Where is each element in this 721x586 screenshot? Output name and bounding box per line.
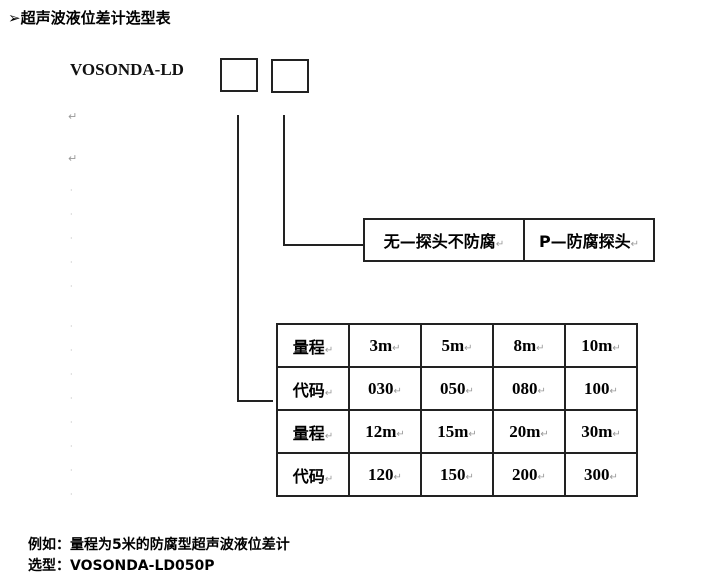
row-header: 代码↵ — [276, 452, 350, 497]
range-code-box — [220, 58, 258, 92]
table-row: 代码↵ 030↵ 050↵ 080↵ 100↵ — [276, 366, 638, 411]
paragraph-dot: · — [70, 442, 73, 451]
connector-line-option-vertical — [283, 115, 285, 246]
row-header: 量程↵ — [276, 409, 350, 454]
paragraph-dot: · — [70, 490, 73, 499]
option-table: 无—探头不防腐↵ P—防腐探头↵ — [363, 218, 655, 262]
paragraph-dot: · — [70, 258, 73, 267]
paragraph-dot: · — [70, 210, 73, 219]
option-code-box — [271, 59, 309, 93]
table-cell: 080↵ — [492, 366, 566, 411]
range-code-table: 量程↵ 3m↵ 5m↵ 8m↵ 10m↵ 代码↵ 030↵ 050↵ 080↵ … — [276, 323, 638, 497]
table-cell: 10m↵ — [564, 323, 638, 368]
table-cell: 20m↵ — [492, 409, 566, 454]
table-cell: 12m↵ — [348, 409, 422, 454]
row-header: 代码↵ — [276, 366, 350, 411]
table-cell: 5m↵ — [420, 323, 494, 368]
table-cell: 030↵ — [348, 366, 422, 411]
paragraph-dot: · — [70, 322, 73, 331]
table-cell: 300↵ — [564, 452, 638, 497]
paragraph-dot: · — [70, 234, 73, 243]
table-row: 无—探头不防腐↵ P—防腐探头↵ — [363, 218, 655, 262]
paragraph-dot: · — [70, 418, 73, 427]
connector-line-range-horizontal — [237, 400, 273, 402]
table-cell: 200↵ — [492, 452, 566, 497]
paragraph-dot: · — [70, 370, 73, 379]
connector-line-option-horizontal — [283, 244, 364, 246]
model-prefix: VOSONDA-LD — [70, 60, 184, 79]
table-row: 量程↵ 12m↵ 15m↵ 20m↵ 30m↵ — [276, 409, 638, 454]
paragraph-dot: · — [70, 346, 73, 355]
page-title: ➢超声波液位差计选型表 — [8, 9, 171, 27]
connector-line-range-vertical — [237, 115, 239, 402]
table-cell: 100↵ — [564, 366, 638, 411]
table-cell: 3m↵ — [348, 323, 422, 368]
option-anticorrosion: P—防腐探头↵ — [523, 218, 655, 262]
table-cell: 8m↵ — [492, 323, 566, 368]
table-row: 量程↵ 3m↵ 5m↵ 8m↵ 10m↵ — [276, 323, 638, 368]
table-cell: 150↵ — [420, 452, 494, 497]
table-cell: 30m↵ — [564, 409, 638, 454]
paragraph-dot: · — [70, 394, 73, 403]
table-row: 代码↵ 120↵ 150↵ 200↵ 300↵ — [276, 452, 638, 497]
paragraph-mark: ↵ — [68, 152, 78, 165]
paragraph-mark: ↵ — [68, 110, 78, 123]
paragraph-dot: · — [70, 466, 73, 475]
paragraph-dot: · — [70, 186, 73, 195]
table-cell: 120↵ — [348, 452, 422, 497]
option-no-anticorrosion: 无—探头不防腐↵ — [363, 218, 525, 262]
row-header: 量程↵ — [276, 323, 350, 368]
table-cell: 050↵ — [420, 366, 494, 411]
table-cell: 15m↵ — [420, 409, 494, 454]
example-description: 例如：量程为5米的防腐型超声波液位差计 — [28, 537, 290, 553]
paragraph-dot: · — [70, 282, 73, 291]
example-model: 选型：VOSONDA-LD050P — [28, 558, 215, 574]
